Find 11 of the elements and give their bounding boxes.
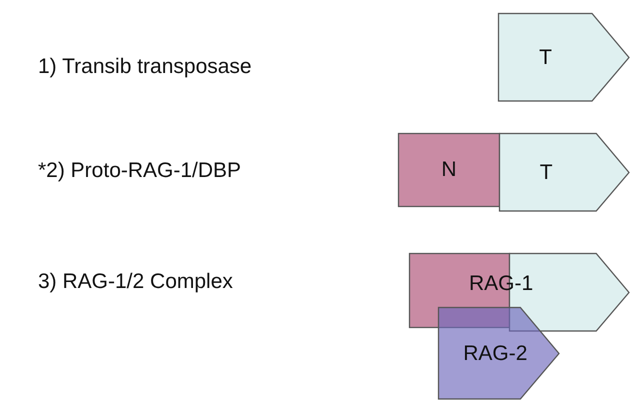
domain-pentagon	[499, 133, 630, 212]
domain-pentagon	[438, 307, 560, 400]
row-label: 1) Transib transposase	[38, 55, 252, 79]
domain-label: T	[539, 46, 552, 70]
domain-label: T	[540, 160, 553, 184]
domain-label: N	[441, 158, 457, 182]
row-label: *2) Proto-RAG-1/DBP	[38, 159, 242, 183]
domain-pentagon	[498, 13, 630, 102]
domain-label: RAG-2	[463, 342, 528, 366]
row-label: 3) RAG-1/2 Complex	[38, 270, 233, 294]
domain-box	[398, 133, 500, 207]
